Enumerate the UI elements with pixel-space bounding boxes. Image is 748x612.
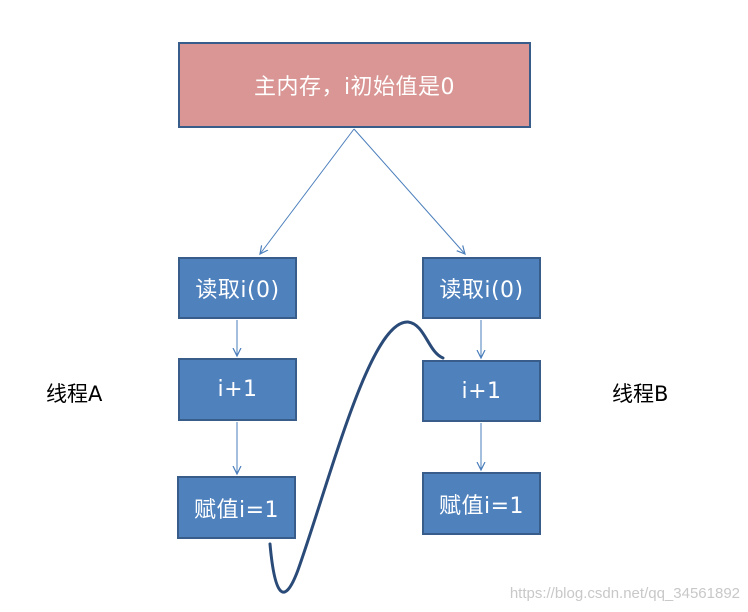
thread-a-label: 线程A: [46, 382, 103, 406]
arrow-main-to-a: [260, 128, 355, 254]
thread-b-read-label: 读取i(0): [439, 278, 524, 303]
main-memory-box: 主内存，i初始值是0: [178, 42, 531, 128]
thread-a-assign-box: 赋值i=1: [177, 476, 296, 539]
thread-b-read-box: 读取i(0): [422, 257, 541, 319]
main-memory-label: 主内存，i初始值是0: [253, 75, 456, 100]
thread-a-assign-label: 赋值i=1: [193, 497, 280, 523]
thread-b-increment-box: i+1: [422, 360, 541, 422]
thread-b-label: 线程B: [612, 382, 669, 406]
thread-a-read-label: 读取i(0): [195, 278, 280, 303]
thread-a-increment-box: i+1: [178, 358, 297, 421]
thread-a-increment-label: i+1: [217, 377, 258, 402]
interleave-curve: [268, 320, 445, 594]
thread-b-increment-label: i+1: [461, 378, 502, 404]
watermark: https://blog.csdn.net/qq_34561892: [509, 585, 740, 602]
thread-a-read-box: 读取i(0): [178, 257, 297, 319]
thread-b-assign-label: 赋值i=1: [438, 493, 525, 519]
arrow-main-to-b: [353, 128, 465, 254]
thread-b-assign-box: 赋值i=1: [422, 472, 541, 535]
